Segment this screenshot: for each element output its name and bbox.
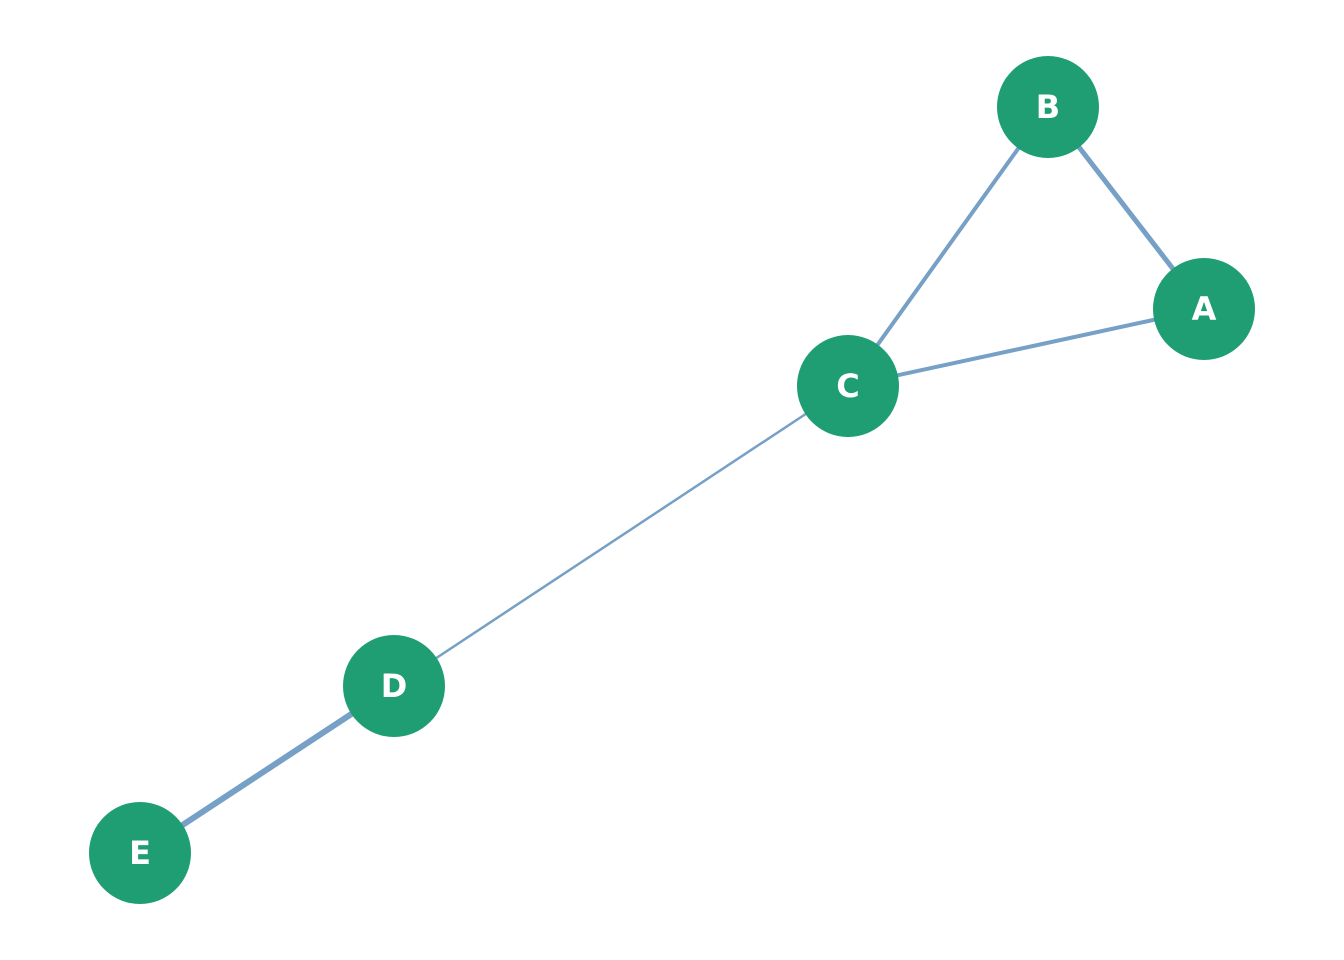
node-label-d: D: [381, 667, 408, 705]
node-e: E: [89, 802, 191, 904]
edge-c-d: [392, 384, 850, 688]
node-label-a: A: [1192, 290, 1217, 328]
node-label-c: C: [836, 367, 859, 405]
node-label-e: E: [129, 834, 151, 872]
node-circle-a: [1153, 258, 1255, 360]
node-c: C: [797, 335, 899, 437]
node-a: A: [1153, 258, 1255, 360]
node-b: B: [997, 56, 1099, 158]
edge-a-c: [846, 307, 1206, 388]
edges-layer: [137, 104, 1207, 856]
node-circle-c: [797, 335, 899, 437]
node-circle-b: [997, 56, 1099, 158]
nodes-layer: A B C D E: [89, 56, 1255, 904]
node-d: D: [343, 635, 445, 737]
edge-b-c: [846, 105, 1050, 388]
node-circle-e: [89, 802, 191, 904]
node-label-b: B: [1036, 88, 1060, 126]
node-circle-d: [343, 635, 445, 737]
